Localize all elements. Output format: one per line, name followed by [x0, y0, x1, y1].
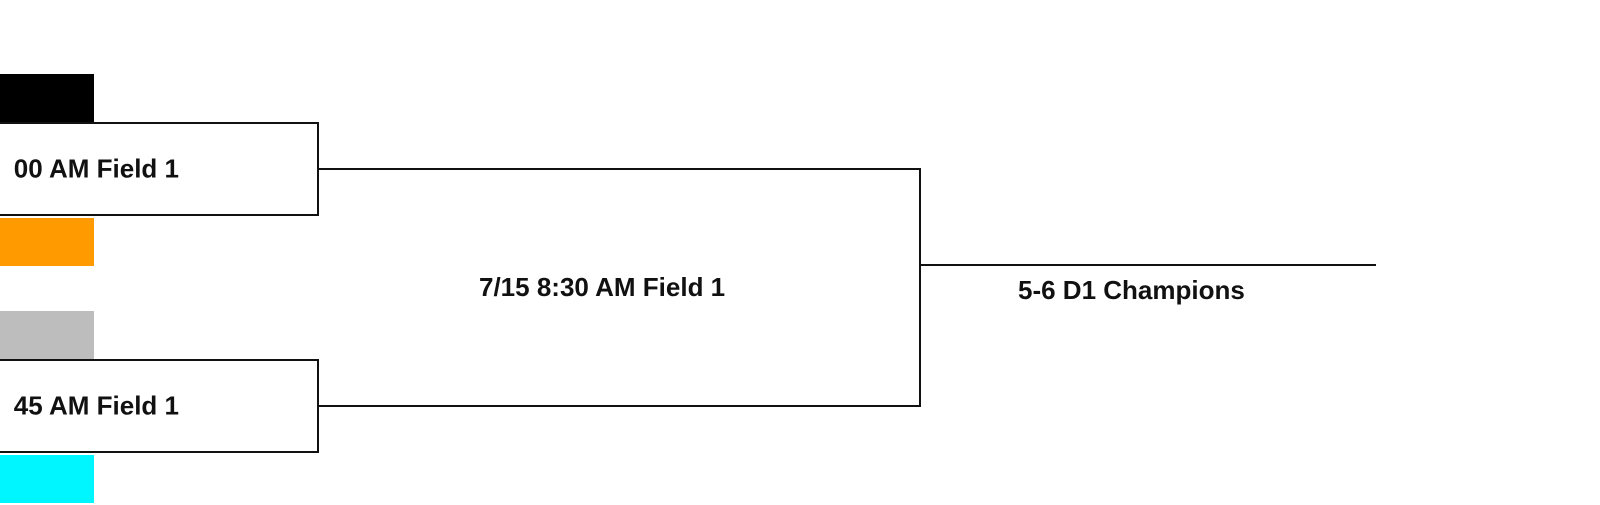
bracket-line-champion [919, 264, 1376, 266]
bracket-line-vertical [919, 168, 921, 407]
team-2-swatch [0, 218, 94, 266]
team-3-swatch [0, 311, 94, 359]
semifinal-game-1-label: 00 AM Field 1 [13, 153, 179, 184]
semifinal-game-2-box: 45 AM Field 1 [0, 359, 319, 453]
bracket-line-game-2 [319, 405, 921, 407]
semifinal-game-2-label: 45 AM Field 1 [13, 390, 179, 421]
final-game-label: 7/15 8:30 AM Field 1 [479, 272, 726, 302]
team-1-swatch [0, 74, 94, 122]
team-4-swatch [0, 455, 94, 503]
bracket-line-game-1 [319, 168, 921, 170]
semifinal-game-1-box: 00 AM Field 1 [0, 122, 319, 216]
champion-label: 5-6 D1 Champions [1018, 275, 1245, 305]
